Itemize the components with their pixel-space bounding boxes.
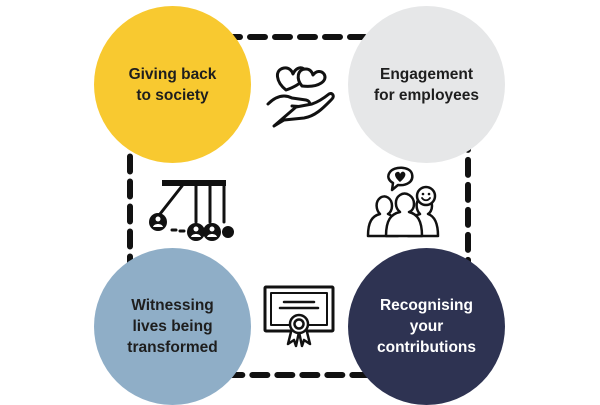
witnessing-line-3: transformed [127, 339, 218, 356]
hand-holding-hearts-icon [266, 66, 335, 128]
recognising-line-1: Recognising [379, 297, 473, 314]
recognising-line-2: your [409, 318, 444, 335]
engagement-line-2: for employees [373, 86, 480, 104]
witnessing-circle: Witnessing lives being transformed [94, 248, 251, 405]
group-chat-heart-smile-icon [366, 166, 440, 238]
giving-back-line-2: to society [136, 86, 209, 104]
newtons-cradle-people-icon [149, 180, 234, 241]
engagement-circle: Engagement for employees [348, 6, 505, 163]
giving-back-line-1: Giving back [128, 65, 217, 83]
recognising-label: Recognising your contributions [377, 295, 476, 358]
recognising-line-3: contributions [376, 339, 477, 356]
witnessing-line-1: Witnessing [131, 297, 214, 314]
recognising-circle: Recognising your contributions [348, 248, 505, 405]
giving-back-label: Giving back to society [129, 64, 217, 106]
engagement-label: Engagement for employees [374, 64, 479, 106]
witnessing-line-2: lives being [132, 318, 213, 335]
giving-back-circle: Giving back to society [94, 6, 251, 163]
certificate-icon [263, 285, 335, 348]
witnessing-label: Witnessing lives being transformed [127, 295, 217, 358]
engagement-line-1: Engagement [379, 65, 473, 83]
